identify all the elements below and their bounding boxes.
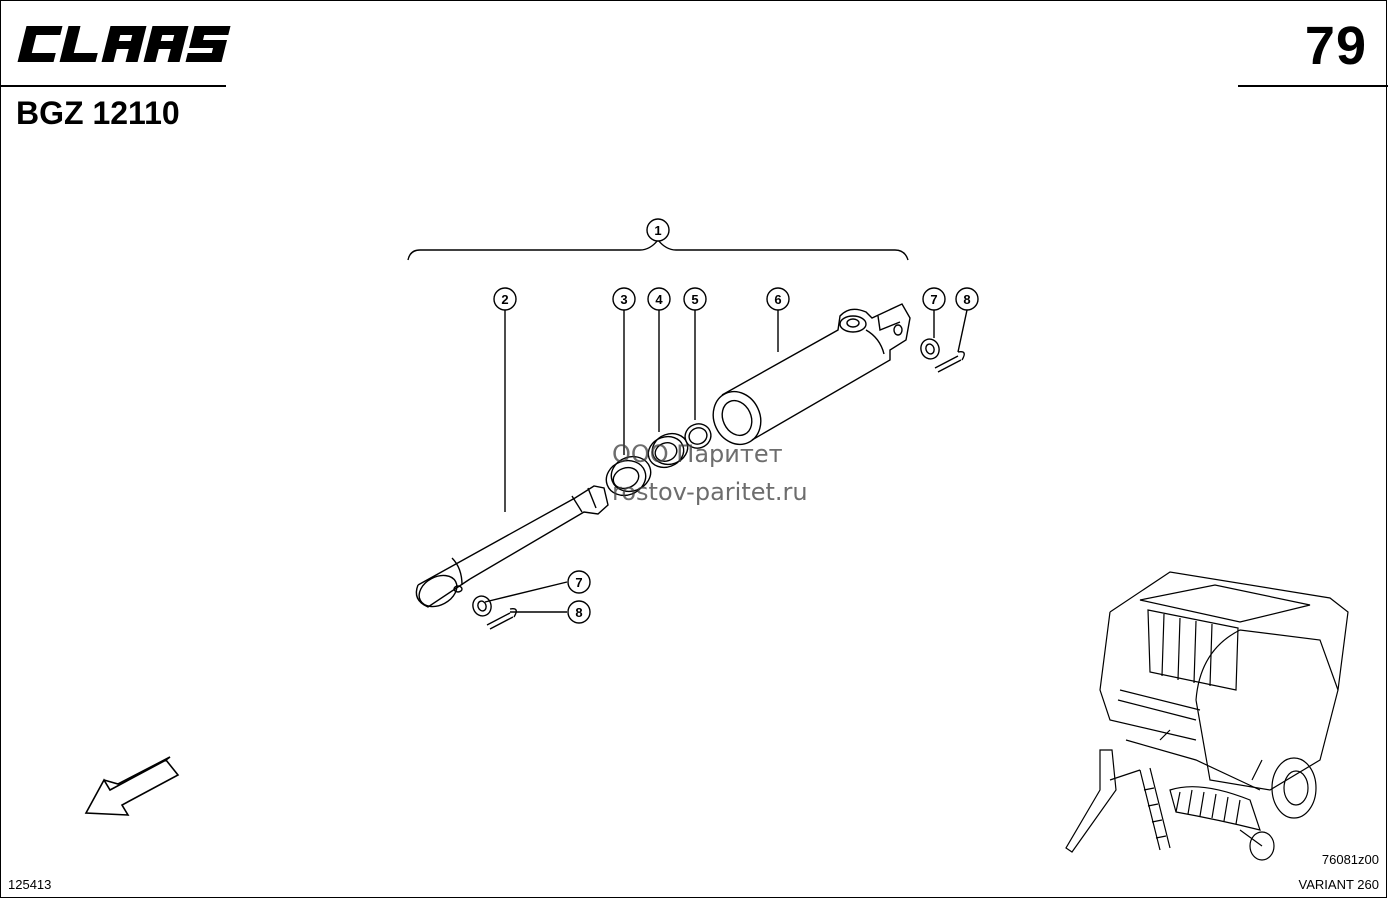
callout-8-top xyxy=(955,287,979,311)
washer-part-bottom xyxy=(472,595,492,617)
callout-5-label: 5 xyxy=(691,292,698,307)
header-rule-left xyxy=(0,85,226,87)
callout-8-bottom xyxy=(567,600,591,624)
group-code: BGZ 12110 xyxy=(16,95,180,131)
callout-4-label: 4 xyxy=(655,292,663,307)
assembly-bracket xyxy=(407,238,909,261)
callout-5 xyxy=(683,287,707,311)
seal-ring-part-3 xyxy=(605,455,652,497)
callout-6-label: 6 xyxy=(774,292,781,307)
header-rule-right xyxy=(1238,85,1388,87)
page-number: 79 xyxy=(1304,16,1367,76)
snap-ring-part-5 xyxy=(684,423,712,449)
footer-drawing-code: 76081z00 xyxy=(1321,852,1379,867)
callout-7-top-label: 7 xyxy=(930,292,937,307)
direction-arrow-icon xyxy=(84,756,180,816)
callout-7-top xyxy=(922,287,946,311)
claas-logo-icon xyxy=(17,26,231,62)
callout-1-label: 1 xyxy=(654,223,661,238)
callout-6 xyxy=(766,287,790,311)
callout-2 xyxy=(493,287,517,311)
callout-3 xyxy=(612,287,636,311)
callout-1 xyxy=(646,218,670,242)
machine-illustration-icon xyxy=(1065,571,1349,861)
callout-8-top-label: 8 xyxy=(963,292,970,307)
callout-3-label: 3 xyxy=(620,292,627,307)
footer-model: VARIANT 260 xyxy=(1298,877,1379,892)
callout-8-bottom-label: 8 xyxy=(575,605,582,620)
pin-part-top xyxy=(934,350,965,373)
footer-left-code: 125413 xyxy=(8,877,52,892)
pin-part-bottom xyxy=(486,607,517,630)
callout-2-label: 2 xyxy=(501,292,508,307)
callout-7-bottom xyxy=(567,570,591,594)
callout-4 xyxy=(647,287,671,311)
washer-part-top xyxy=(920,338,940,360)
watermark-url: rostov-paritet.ru xyxy=(612,478,808,506)
cylinder-tube-part xyxy=(712,303,911,446)
callout-7-bottom-label: 7 xyxy=(575,575,582,590)
piston-rod-part xyxy=(415,485,609,608)
watermark-company: ООО Паритет xyxy=(612,440,783,468)
